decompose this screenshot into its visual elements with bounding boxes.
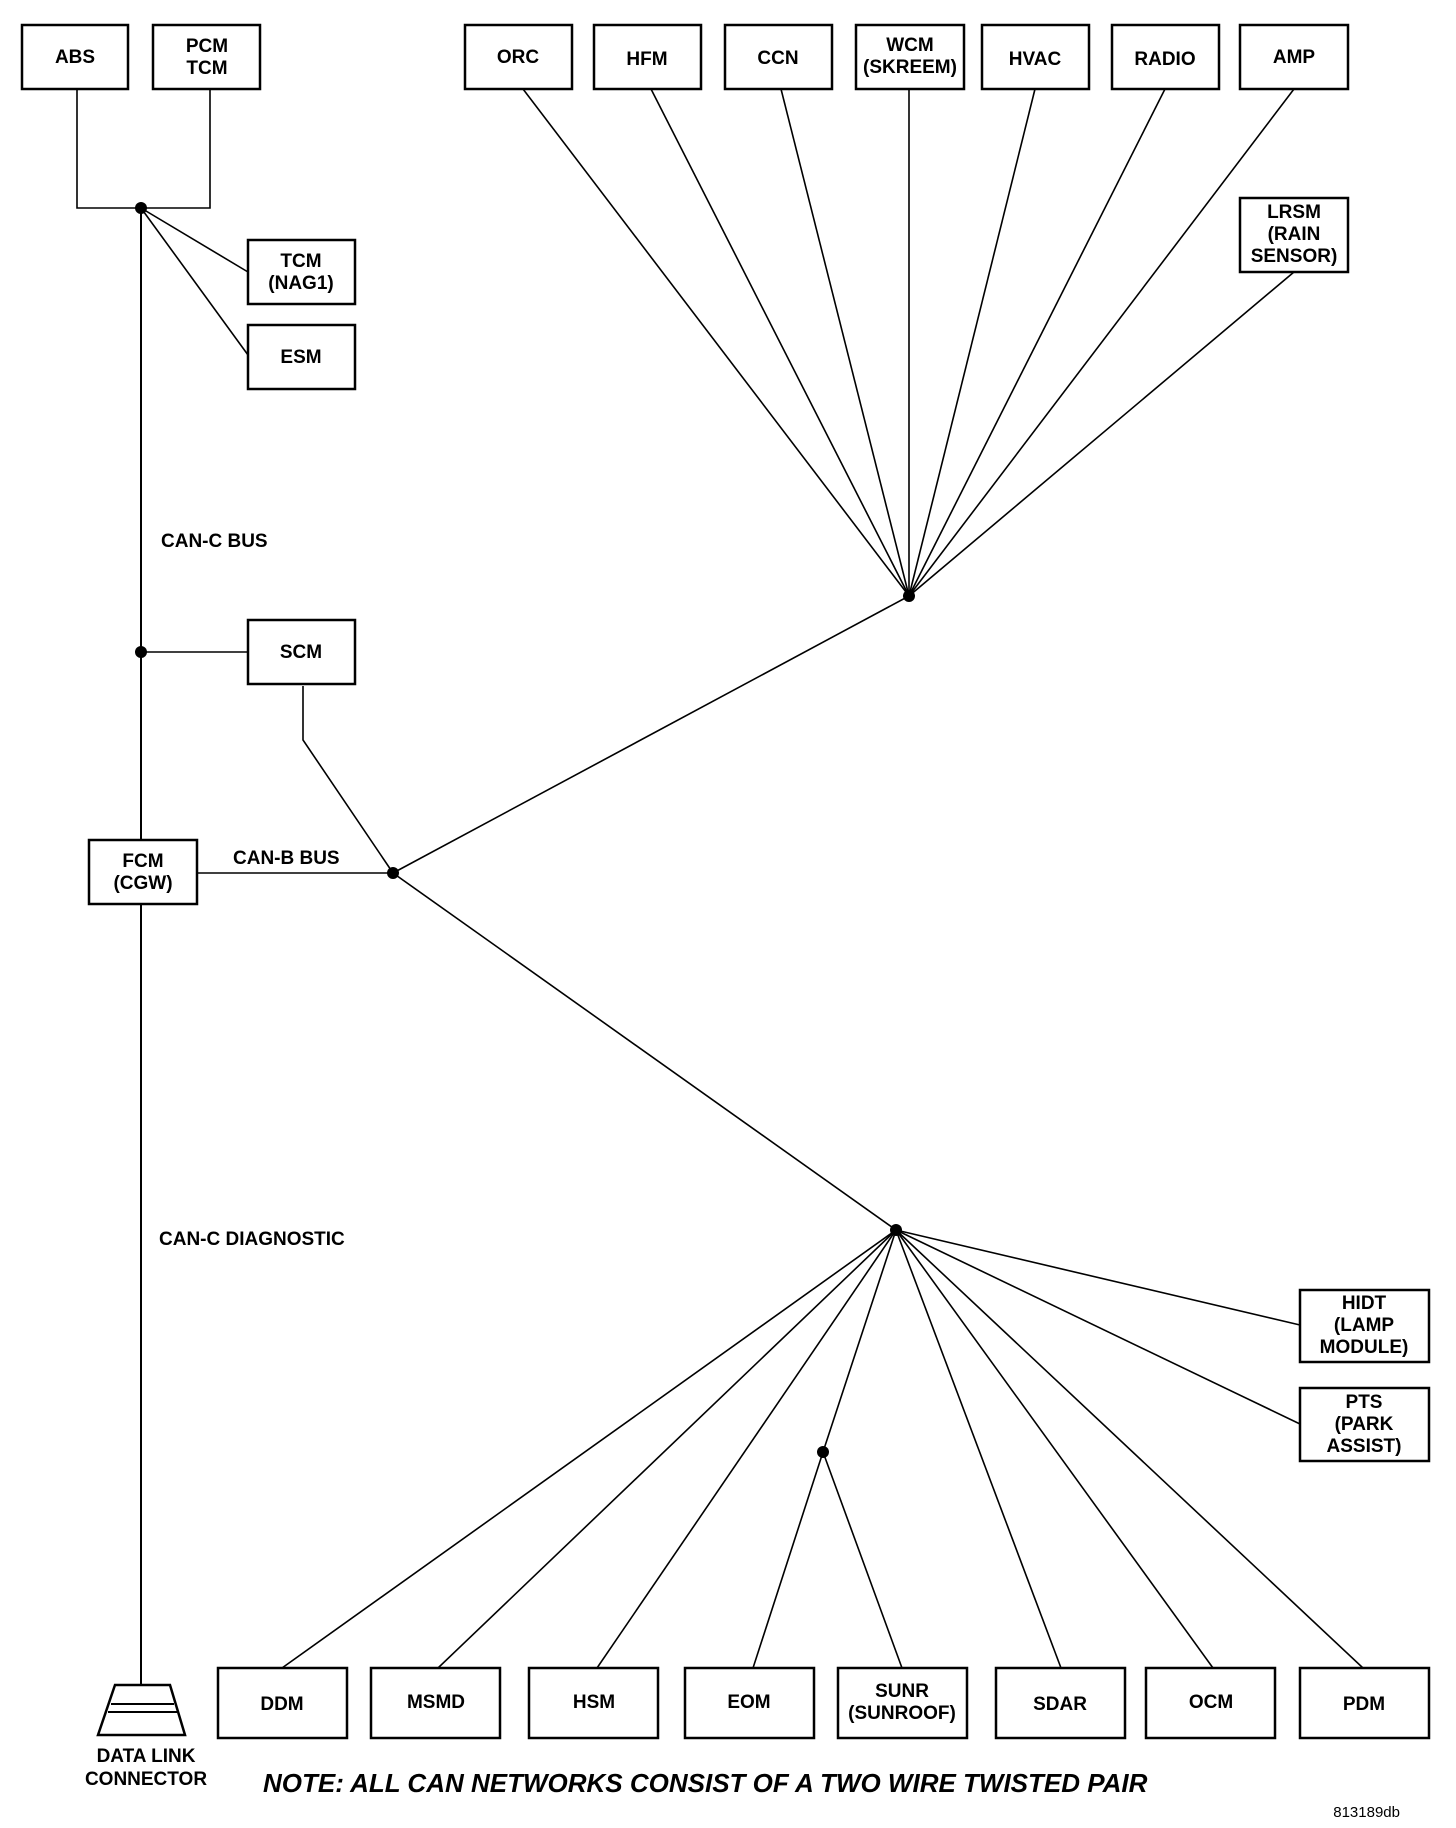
- module-amp-label: AMP: [1273, 47, 1316, 68]
- data-link-connector-label-2: CONNECTOR: [85, 1769, 207, 1790]
- network-note: NOTE: ALL CAN NETWORKS CONSIST OF A TWO …: [263, 1768, 1148, 1798]
- module-sunr: SUNR (SUNROOF): [836, 1666, 969, 1740]
- module-sdar: SDAR: [994, 1666, 1127, 1740]
- module-ddm-label: DDM: [260, 1694, 303, 1715]
- module-ocm-label: OCM: [1189, 1692, 1233, 1713]
- module-hidt-label-2: (LAMP: [1334, 1315, 1394, 1336]
- module-hsm-label: HSM: [573, 1692, 615, 1713]
- module-abs-label: ABS: [55, 47, 95, 68]
- module-sunr-label-2: (SUNROOF): [848, 1703, 956, 1724]
- module-pcm-tcm: PCM TCM: [151, 23, 262, 91]
- module-hvac: HVAC: [980, 23, 1091, 91]
- module-wcm-label-2: (SKREEM): [863, 57, 957, 78]
- can-c-diagnostic-label: CAN-C DIAGNOSTIC: [159, 1229, 345, 1250]
- module-esm-label: ESM: [280, 347, 321, 368]
- module-hidt-label-1: HIDT: [1342, 1293, 1387, 1314]
- module-hidt-label-3: MODULE): [1320, 1337, 1409, 1358]
- data-link-connector-icon: [96, 1683, 187, 1737]
- module-sunr-label-1: SUNR: [875, 1681, 929, 1702]
- module-lrsm: LRSM (RAIN SENSOR): [1238, 196, 1350, 274]
- can-b-bus-wiring: [281, 88, 1364, 1669]
- module-hvac-label: HVAC: [1009, 49, 1062, 70]
- module-fcm: FCM (CGW): [87, 838, 199, 906]
- module-pts-label-3: ASSIST): [1327, 1436, 1402, 1457]
- module-scm: SCM: [246, 618, 357, 686]
- figure-id: 813189db: [1333, 1804, 1400, 1821]
- splice-node: [387, 867, 399, 879]
- module-msmd-label: MSMD: [407, 1692, 465, 1713]
- module-eom: EOM: [683, 1666, 816, 1740]
- module-fcm-label-2: (CGW): [113, 873, 172, 894]
- splice-node: [890, 1224, 902, 1236]
- module-hfm: HFM: [592, 23, 703, 91]
- data-link-connector-label-1: DATA LINK: [97, 1746, 196, 1767]
- module-wcm-label-1: WCM: [886, 35, 933, 56]
- module-pdm: PDM: [1298, 1666, 1431, 1740]
- module-fcm-label-1: FCM: [122, 851, 163, 872]
- module-tcm-nag1-label-1: TCM: [280, 251, 321, 272]
- module-lrsm-label-2: (RAIN: [1268, 224, 1321, 245]
- module-ddm: DDM: [216, 1666, 349, 1740]
- splice-node: [903, 590, 915, 602]
- module-sdar-label: SDAR: [1033, 1694, 1087, 1715]
- module-hsm: HSM: [527, 1666, 660, 1740]
- module-lrsm-label-1: LRSM: [1267, 202, 1321, 223]
- module-wcm: WCM (SKREEM): [854, 23, 966, 91]
- module-lrsm-label-3: SENSOR): [1251, 246, 1338, 267]
- can-c-bus-label: CAN-C BUS: [161, 531, 268, 552]
- module-hfm-label: HFM: [626, 49, 667, 70]
- module-orc: ORC: [463, 23, 574, 91]
- module-pcm-tcm-label-1: PCM: [186, 36, 228, 57]
- module-ccn: CCN: [723, 23, 834, 91]
- module-msmd: MSMD: [369, 1666, 502, 1740]
- splice-node: [135, 646, 147, 658]
- can-c-bus-wiring: [76, 89, 393, 1685]
- module-pts-label-1: PTS: [1346, 1392, 1383, 1413]
- module-hidt: HIDT (LAMP MODULE): [1298, 1288, 1431, 1364]
- module-radio: RADIO: [1110, 23, 1221, 91]
- splice-node: [817, 1446, 829, 1458]
- module-eom-label: EOM: [727, 1692, 770, 1713]
- module-pdm-label: PDM: [1343, 1694, 1385, 1715]
- splice-nodes: [135, 202, 915, 1458]
- module-orc-label: ORC: [497, 47, 540, 68]
- module-scm-label: SCM: [280, 642, 322, 663]
- module-tcm-nag1-label-2: (NAG1): [268, 273, 333, 294]
- module-pts-label-2: (PARK: [1335, 1414, 1394, 1435]
- module-abs: ABS: [20, 23, 130, 91]
- splice-node: [135, 202, 147, 214]
- module-pts: PTS (PARK ASSIST): [1298, 1386, 1431, 1463]
- module-amp: AMP: [1238, 23, 1350, 91]
- module-ccn-label: CCN: [757, 48, 798, 69]
- module-esm: ESM: [246, 323, 357, 391]
- module-tcm-nag1: TCM (NAG1): [246, 238, 357, 306]
- module-pcm-tcm-label-2: TCM: [186, 58, 227, 79]
- module-ocm: OCM: [1144, 1666, 1277, 1740]
- module-radio-label: RADIO: [1134, 49, 1195, 70]
- can-b-bus-label: CAN-B BUS: [233, 848, 340, 869]
